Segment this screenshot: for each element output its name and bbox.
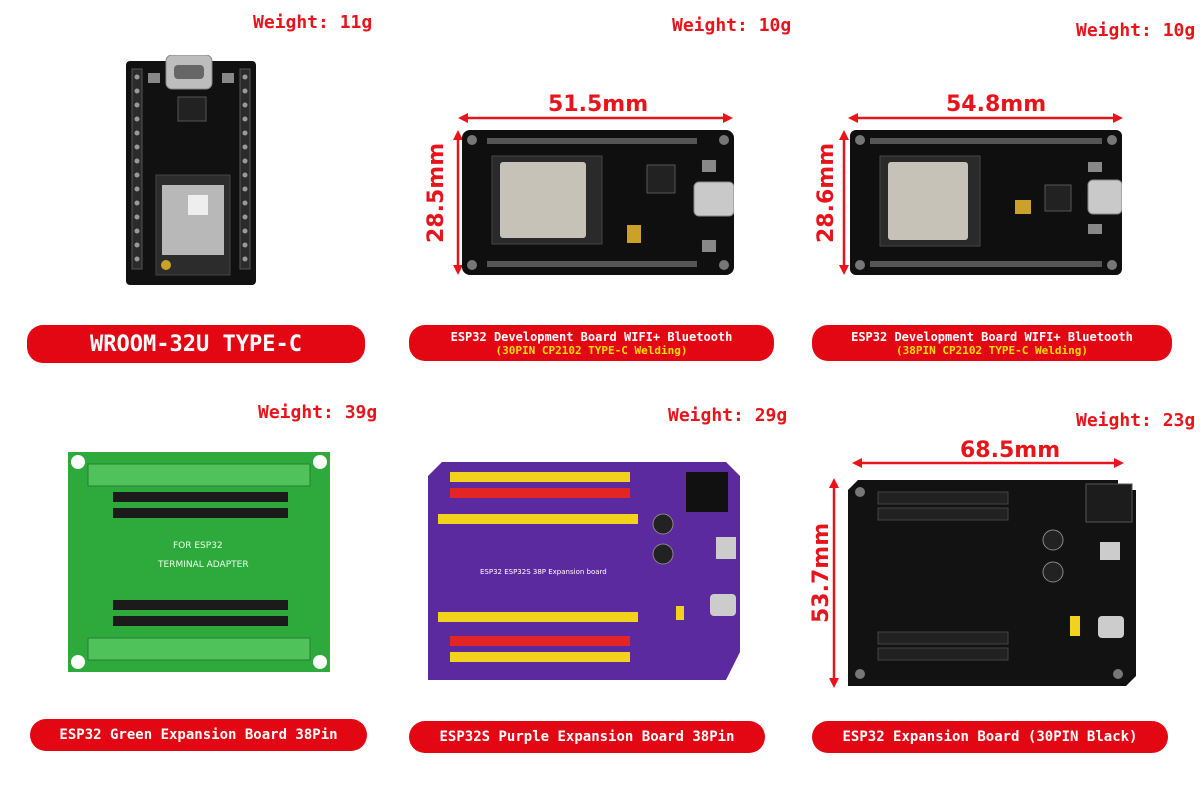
green-expansion-board-image: FOR ESP32 TERMINAL ADAPTER	[68, 452, 330, 672]
weight-label: Weight: 11g	[253, 12, 373, 33]
product-subtitle: (30PIN CP2102 TYPE-C Welding)	[495, 343, 688, 357]
height-arrow	[829, 478, 839, 688]
weight-label: Weight: 39g	[258, 402, 378, 423]
width-arrow	[848, 113, 1123, 123]
width-arrow	[458, 113, 733, 123]
product-subtitle: (38PIN CP2102 TYPE-C Welding)	[895, 343, 1089, 357]
board-silkscreen-text: FOR ESP32	[173, 541, 223, 551]
product-title: ESP32 Green Expansion Board 38Pin	[59, 727, 338, 743]
height-arrow	[453, 130, 463, 275]
weight-label: Weight: 29g	[668, 405, 788, 426]
purple-expansion-board-image: ESP32 ESP32S 38P Expansion board	[428, 462, 740, 680]
weight-label: Weight: 10g	[1076, 20, 1196, 41]
dimension-width: 68.5mm	[960, 438, 1061, 463]
dimension-width: 51.5mm	[548, 92, 649, 117]
product-title: ESP32 Development Board WIFI+ Bluetooth	[450, 329, 733, 344]
esp32-38pin-board-image	[850, 130, 1123, 275]
product-title: WROOM-32U TYPE-C	[90, 331, 302, 357]
board-silkscreen-text: TERMINAL ADAPTER	[157, 560, 249, 570]
weight-label: Weight: 23g	[1076, 410, 1196, 431]
product-title-pill: ESP32 Development Board WIFI+ Bluetooth …	[812, 325, 1172, 361]
wroom-32u-board-image	[126, 54, 256, 285]
black-expansion-board-image	[848, 480, 1136, 686]
product-title-pill: ESP32S Purple Expansion Board 38Pin	[409, 721, 765, 753]
product-title-pill: ESP32 Expansion Board (30PIN Black)	[812, 721, 1168, 753]
product-title-pill: WROOM-32U TYPE-C	[27, 325, 365, 363]
esp32-30pin-board-image	[462, 130, 735, 275]
product-title-pill: ESP32 Green Expansion Board 38Pin	[30, 719, 367, 751]
product-title: ESP32S Purple Expansion Board 38Pin	[439, 729, 735, 745]
product-title-pill: ESP32 Development Board WIFI+ Bluetooth …	[409, 325, 774, 361]
dimension-height: 28.5mm	[424, 142, 449, 243]
product-title: ESP32 Development Board WIFI+ Bluetooth	[851, 329, 1133, 344]
height-arrow	[839, 130, 849, 275]
weight-label: Weight: 10g	[672, 15, 792, 36]
dimension-width: 54.8mm	[946, 92, 1047, 117]
width-arrow	[852, 458, 1124, 468]
product-title: ESP32 Expansion Board (30PIN Black)	[842, 729, 1138, 745]
board-silkscreen-text: ESP32 ESP32S 38P Expansion board	[480, 568, 607, 576]
